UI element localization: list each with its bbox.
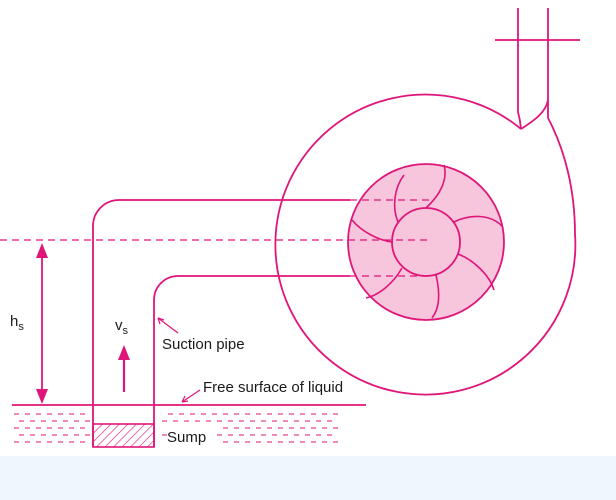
- sump: [12, 404, 366, 448]
- hs-dimension: hs: [10, 243, 48, 404]
- velocity-vs: vs: [115, 317, 130, 392]
- free-surface-label: Free surface of liquid: [203, 379, 343, 396]
- sump-liquid: [14, 413, 338, 443]
- free-surface-leader: [181, 389, 201, 403]
- hs-arrow-up: [36, 243, 48, 258]
- pump-casing: [274, 8, 580, 396]
- impeller: [347, 163, 505, 321]
- suction-pipe: [92, 199, 350, 447]
- dashed-guides: [0, 199, 430, 277]
- bottom-band: [0, 456, 616, 500]
- impeller-eye: [391, 207, 461, 277]
- volute-tongue: [520, 99, 549, 130]
- vs-label: vs: [115, 317, 129, 337]
- volute-outer-upper: [547, 117, 576, 235]
- delivery-pipe-inner: [517, 8, 522, 130]
- vs-arrow: [118, 345, 130, 360]
- foot-valve-strainer: [92, 423, 155, 448]
- suction-pipe-leader: [157, 317, 179, 334]
- suction-pipe-inner: [153, 275, 350, 447]
- label-leaders: [157, 317, 201, 403]
- suction-pipe-label: Suction pipe: [162, 336, 245, 353]
- sump-label: Sump: [167, 429, 206, 446]
- hs-arrow-down: [36, 389, 48, 404]
- volute-outer-lower: [274, 93, 577, 396]
- hs-label: hs: [10, 313, 24, 333]
- suction-pipe-outer: [92, 199, 350, 447]
- impeller-vanes: [351, 164, 503, 319]
